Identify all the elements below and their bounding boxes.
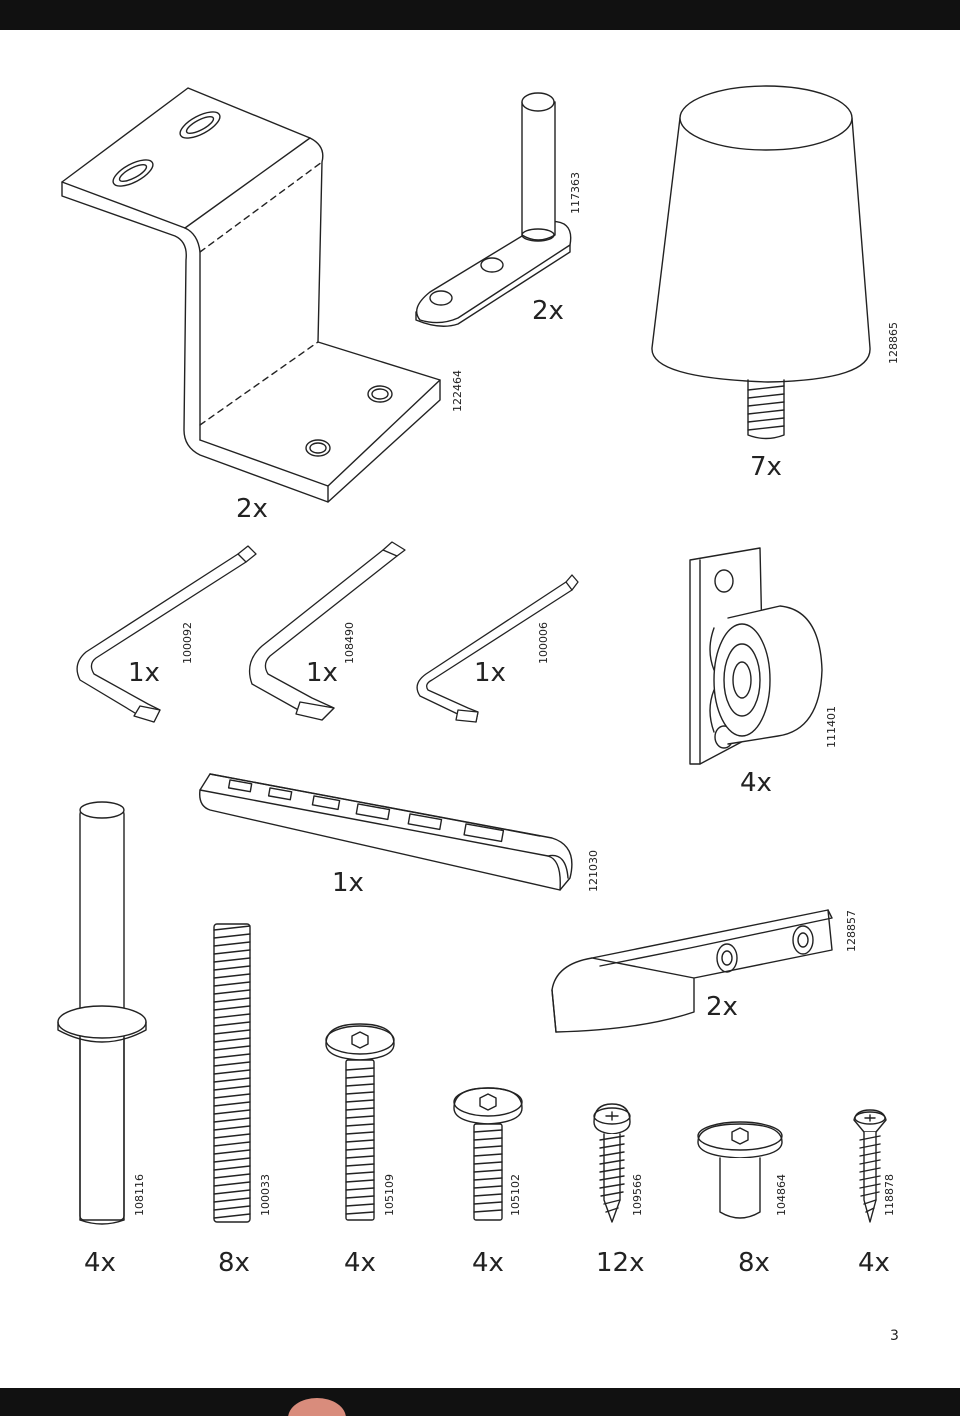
threaded-rod-article-number: 100033: [259, 1174, 272, 1216]
screw-pan-quantity: 12x: [596, 1248, 645, 1278]
parts-illustration: [57, 85, 887, 1225]
threaded-rod-drawing: [213, 923, 251, 1223]
instruction-page: 2x 2x 7x 1x 1x 1x 4x 1x 2x 4x 8x 4x 4x 1…: [0, 30, 960, 1388]
bracket-article-number: 122464: [451, 370, 464, 412]
bottom-bar: [0, 1388, 960, 1416]
bracket-drawing: [61, 87, 441, 503]
bolt-short-article-number: 105102: [509, 1174, 522, 1216]
handle-strip-article-number: 128857: [845, 910, 858, 952]
hinge-pin-quantity: 2x: [532, 296, 564, 326]
screw-countersunk-drawing: [853, 1109, 887, 1223]
rail-article-number: 121030: [587, 850, 600, 892]
screw-pan-drawing: [593, 1103, 631, 1223]
hex-keys-drawing: [76, 541, 579, 723]
leg-quantity: 7x: [750, 452, 782, 482]
leg-drawing: [651, 85, 871, 440]
dowel-drawing: [57, 801, 147, 1225]
hex-key-small-article-number: 100006: [537, 622, 550, 664]
dowel-quantity: 4x: [84, 1248, 116, 1278]
barrel-nut-quantity: 8x: [738, 1248, 770, 1278]
screw-countersunk-quantity: 4x: [858, 1248, 890, 1278]
threaded-rod-quantity: 8x: [218, 1248, 250, 1278]
hex-key-medium-article-number: 108490: [343, 622, 356, 664]
barrel-nut-article-number: 104864: [775, 1174, 788, 1216]
bracket-quantity: 2x: [236, 494, 268, 524]
hinge-pin-article-number: 117363: [569, 172, 582, 214]
hex-key-large-article-number: 100092: [181, 622, 194, 664]
page-number: 3: [890, 1328, 899, 1344]
leg-article-number: 128865: [887, 322, 900, 364]
roller-catch-drawing: [689, 547, 823, 765]
hex-key-medium-quantity: 1x: [306, 658, 338, 688]
top-bar: [0, 0, 960, 30]
handle-strip-quantity: 2x: [706, 992, 738, 1022]
screw-countersunk-article-number: 118878: [883, 1174, 896, 1216]
rail-quantity: 1x: [332, 868, 364, 898]
screw-pan-article-number: 109566: [631, 1174, 644, 1216]
bolt-short-quantity: 4x: [472, 1248, 504, 1278]
dowel-article-number: 108116: [133, 1174, 146, 1216]
hinge-pin-drawing: [415, 92, 572, 327]
barrel-nut-drawing: [697, 1121, 783, 1219]
roller-catch-quantity: 4x: [740, 768, 772, 798]
handle-strip-drawing: [551, 909, 833, 1033]
bolt-long-article-number: 105109: [383, 1174, 396, 1216]
bolt-long-drawing: [325, 1023, 395, 1221]
roller-catch-article-number: 111401: [825, 706, 838, 748]
hex-key-small-quantity: 1x: [474, 658, 506, 688]
rail-drawing: [199, 773, 573, 891]
hex-key-large-quantity: 1x: [128, 658, 160, 688]
bolt-long-quantity: 4x: [344, 1248, 376, 1278]
thumbnail-glimpse: [288, 1398, 346, 1416]
bolt-short-drawing: [453, 1087, 523, 1221]
